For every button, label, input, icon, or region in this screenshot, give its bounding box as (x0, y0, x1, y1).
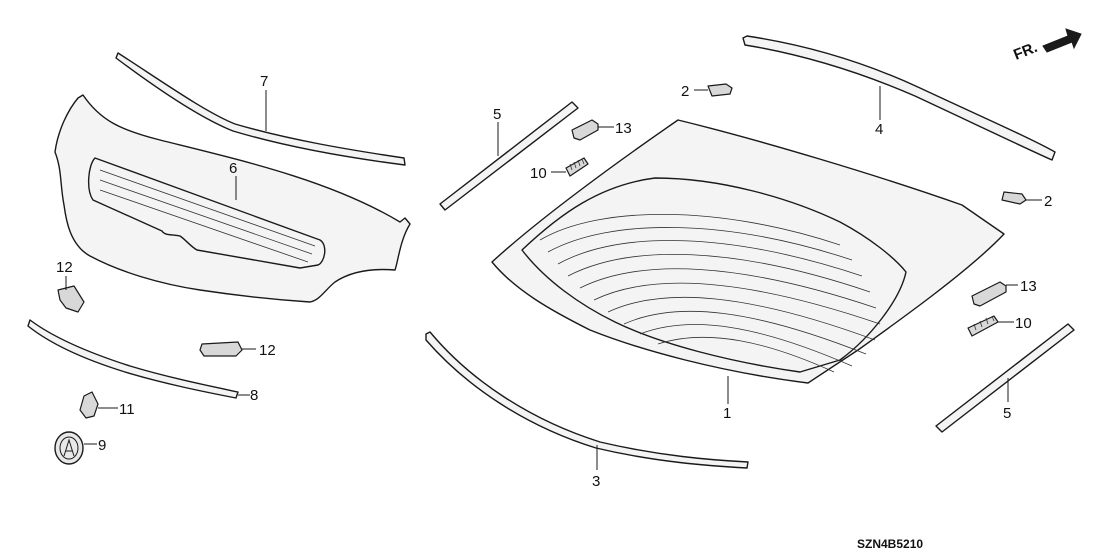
direction-label: FR. (1011, 39, 1040, 64)
callout-11: 11 (119, 401, 135, 418)
part-10-spacer-lower: 10 (967, 315, 1032, 337)
part-7-upper-molding: 7 (115, 52, 406, 166)
callout-4: 4 (875, 121, 883, 138)
callout-7: 7 (260, 73, 268, 90)
part-13-bracket-lower: 13 (971, 278, 1037, 307)
callout-2-b: 2 (1044, 193, 1052, 210)
callout-5-a: 5 (493, 106, 501, 123)
part-5-side-molding-right: 5 (935, 323, 1075, 433)
part-13-bracket-upper: 13 (571, 119, 632, 141)
part-12-clip-middle: 12 (199, 341, 276, 359)
part-3-lower-molding: 3 (425, 331, 749, 490)
part-2-clip-upper: 2 (681, 83, 733, 100)
part-12-clip-left: 12 (56, 259, 85, 313)
part-2-clip-right: 2 (1001, 191, 1052, 210)
part-9-emblem: 9 (54, 431, 106, 465)
callout-2-a: 2 (681, 83, 689, 100)
callout-13-b: 13 (1020, 278, 1037, 295)
part-4-roof-molding: 4 (742, 35, 1056, 161)
part-5-side-molding-left: 5 (439, 101, 579, 211)
callout-3: 3 (592, 473, 600, 490)
callout-13-a: 13 (615, 120, 632, 137)
callout-5-b: 5 (1003, 405, 1011, 422)
callout-12-b: 12 (259, 342, 276, 359)
drawing-code: SZN4B5210 (857, 537, 923, 551)
callout-1: 1 (723, 405, 731, 422)
callout-10-b: 10 (1015, 315, 1032, 332)
callout-6: 6 (229, 160, 237, 177)
callout-9: 9 (98, 437, 106, 454)
part-6-rear-garnish: 6 (54, 94, 411, 303)
part-10-spacer-upper: 10 (530, 157, 589, 182)
part-11-fastener: 11 (79, 391, 135, 419)
callout-10-a: 10 (530, 165, 547, 182)
callout-8: 8 (250, 387, 258, 404)
part-1-rear-glass: 1 (491, 119, 1005, 422)
part-8-lower-molding: 8 (27, 319, 258, 404)
callout-12-a: 12 (56, 259, 73, 276)
front-direction-indicator: FR. (1011, 28, 1082, 64)
direction-arrow-icon (1042, 28, 1082, 53)
